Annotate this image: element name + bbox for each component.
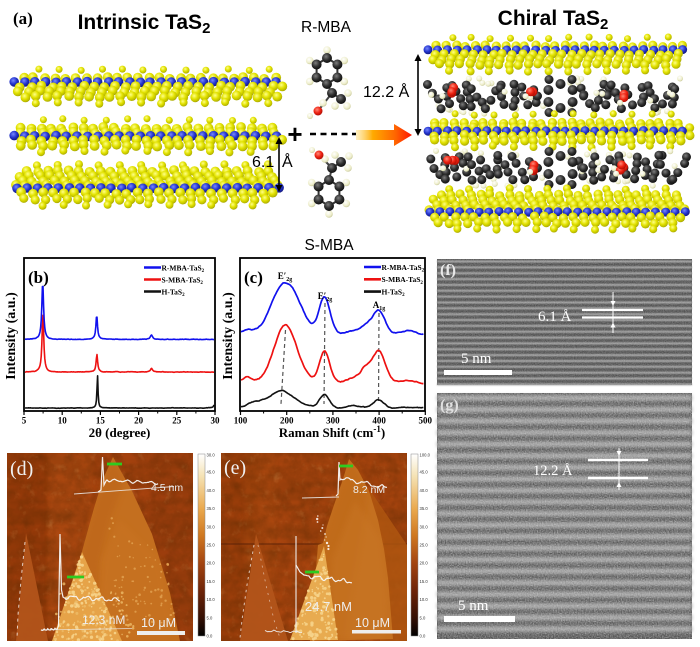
svg-text:R-MBA: R-MBA [301,19,352,36]
svg-text:(d): (d) [10,458,33,480]
svg-text:15: 15 [96,416,106,426]
svg-text:10.0: 10.0 [420,597,429,602]
svg-text:Intensity (a.u.): Intensity (a.u.) [221,292,236,380]
svg-text:5: 5 [22,416,27,426]
svg-text:100.0: 100.0 [420,453,431,458]
svg-text:2θ (degree): 2θ (degree) [89,425,151,440]
svg-text:30.0: 30.0 [420,524,429,529]
svg-text:15.0: 15.0 [207,579,216,584]
svg-text:10 μM: 10 μM [141,616,176,630]
svg-text:Intrinsic TaS2: Intrinsic TaS2 [78,11,211,37]
svg-text:25.0: 25.0 [420,543,429,548]
svg-text:Raman Shift (cm-1): Raman Shift (cm-1) [279,424,385,440]
svg-text:8.2 nM: 8.2 nM [353,484,385,496]
svg-text:R-MBA-TaS2: R-MBA-TaS2 [382,263,425,274]
svg-text:25: 25 [172,416,182,426]
svg-text:30: 30 [211,416,221,426]
svg-text:30.0: 30.0 [207,453,216,458]
svg-text:(e): (e) [224,457,246,479]
svg-text:5 nm: 5 nm [458,598,489,614]
svg-text:500: 500 [419,416,433,426]
svg-text:24.7 nM: 24.7 nM [305,599,352,614]
svg-text:12.2 Å: 12.2 Å [363,82,410,101]
svg-text:35.0: 35.0 [420,506,429,511]
svg-text:15.0: 15.0 [420,579,429,584]
svg-text:40.0: 40.0 [207,488,216,493]
svg-text:0.0: 0.0 [420,634,426,639]
svg-text:45.0: 45.0 [420,470,429,475]
svg-text:Intensity (a.u.): Intensity (a.u.) [4,292,19,380]
svg-text:(g): (g) [440,397,459,414]
svg-text:300: 300 [326,416,340,426]
svg-text:6.1 Å: 6.1 Å [538,309,572,325]
svg-text:35.0: 35.0 [207,506,216,511]
svg-text:20: 20 [134,416,144,426]
svg-text:20.0: 20.0 [420,561,429,566]
svg-text:100: 100 [234,416,248,426]
svg-text:45.0: 45.0 [207,470,216,475]
svg-text:(f): (f) [440,262,456,279]
svg-text:4.5 nm: 4.5 nm [151,482,183,494]
svg-text:+: + [287,119,302,149]
svg-text:S-MBA: S-MBA [304,237,354,254]
svg-text:S-MBA-TaS2: S-MBA-TaS2 [162,275,204,286]
svg-text:(b): (b) [28,268,49,287]
svg-text:12.3 nM: 12.3 nM [82,613,125,627]
svg-text:20.0: 20.0 [207,561,216,566]
svg-text:12.2 Å: 12.2 Å [533,463,573,479]
svg-text:Å: Å [282,152,293,171]
svg-text:10: 10 [58,416,68,426]
svg-text:5.0: 5.0 [420,615,426,620]
svg-text:H-TaS2: H-TaS2 [162,287,186,298]
svg-text:0.0: 0.0 [207,634,213,639]
svg-text:(a): (a) [13,9,33,28]
svg-text:6.1: 6.1 [252,154,274,171]
svg-text:R-MBA-TaS2: R-MBA-TaS2 [162,263,205,274]
svg-text:5.0: 5.0 [207,615,213,620]
svg-text:10.0: 10.0 [207,597,216,602]
svg-text:25.0: 25.0 [207,543,216,548]
svg-text:(c): (c) [244,268,263,287]
svg-text:200: 200 [280,416,294,426]
svg-text:10 μM: 10 μM [355,616,390,630]
svg-text:S-MBA-TaS2: S-MBA-TaS2 [382,275,424,286]
svg-text:Chiral TaS2: Chiral TaS2 [498,7,609,33]
svg-text:5 nm: 5 nm [461,351,492,367]
svg-text:30.0: 30.0 [207,524,216,529]
svg-text:400: 400 [372,416,386,426]
svg-text:H-TaS2: H-TaS2 [382,287,406,298]
svg-text:40.0: 40.0 [420,488,429,493]
